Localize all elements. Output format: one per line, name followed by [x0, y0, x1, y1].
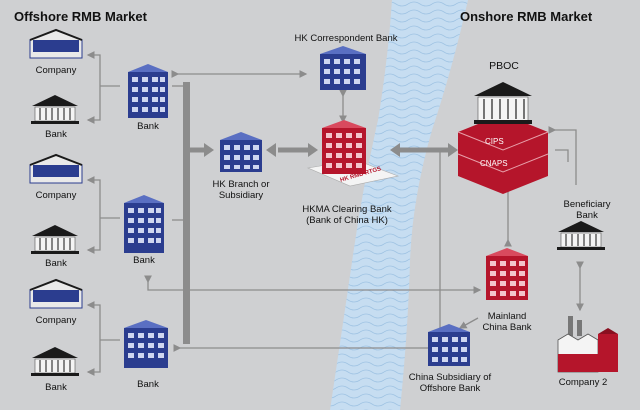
pboc-label: PBOC [489, 60, 519, 72]
company-label: Company [35, 65, 77, 76]
company-building-icon [29, 153, 83, 184]
offshore-market-header: Offshore RMB Market [14, 9, 147, 24]
bank-label: Bank [133, 255, 155, 266]
office-tower-icon [320, 46, 366, 90]
bank-building-icon [31, 347, 79, 376]
hk-branch-label-line1: HK Branch or [212, 179, 270, 190]
cips-label: CIPS [485, 137, 504, 146]
cnaps-label: CNAPS [480, 159, 508, 168]
office-tower-icon [486, 248, 528, 300]
beneficiary-label-line2: Bank [576, 210, 598, 221]
central-bank-icon: CIPS CNAPS [457, 82, 549, 194]
hk-branch-label-line2: Subsidiary [218, 190, 264, 201]
river [330, 0, 468, 410]
factory-icon [557, 316, 618, 373]
company-label: Company [35, 190, 77, 201]
company-label: Company [35, 315, 77, 326]
mainland-label-line1: Mainland [487, 311, 527, 322]
office-tower-icon [124, 195, 164, 253]
hkma-label-line2: (Bank of China HK) [306, 215, 388, 226]
bank-building-icon [557, 221, 605, 250]
bank-building-icon [31, 95, 79, 124]
bank-label: Bank [45, 258, 67, 269]
hk-correspondent-bank-label: HK Correspondent Bank [294, 33, 398, 44]
hkma-label-line1: HKMA Clearing Bank [302, 204, 392, 215]
office-tower-icon [124, 320, 168, 368]
china-subsidiary-label-line2: Offshore Bank [419, 383, 481, 394]
bank-label: Bank [137, 121, 159, 132]
company-building-icon [29, 278, 83, 309]
onshore-market-header: Onshore RMB Market [460, 9, 593, 24]
office-tower-icon [428, 324, 470, 366]
bank-label: Bank [137, 379, 159, 390]
mainland-label-line2: China Bank [482, 322, 532, 333]
beneficiary-label-line1: Beneficiary [563, 199, 611, 210]
company2-label: Company 2 [558, 377, 608, 388]
china-subsidiary-label-line1: China Subsidiary of [408, 372, 492, 383]
trunk-arrows [183, 82, 458, 344]
bank-building-icon [31, 225, 79, 254]
hkma-clearing-bank-icon: HK RMB RTGS [306, 120, 400, 187]
bank-label: Bank [45, 382, 67, 393]
office-tower-icon [128, 64, 168, 118]
company-building-icon [29, 28, 83, 59]
bank-label: Bank [45, 129, 67, 140]
office-tower-icon [220, 132, 262, 172]
